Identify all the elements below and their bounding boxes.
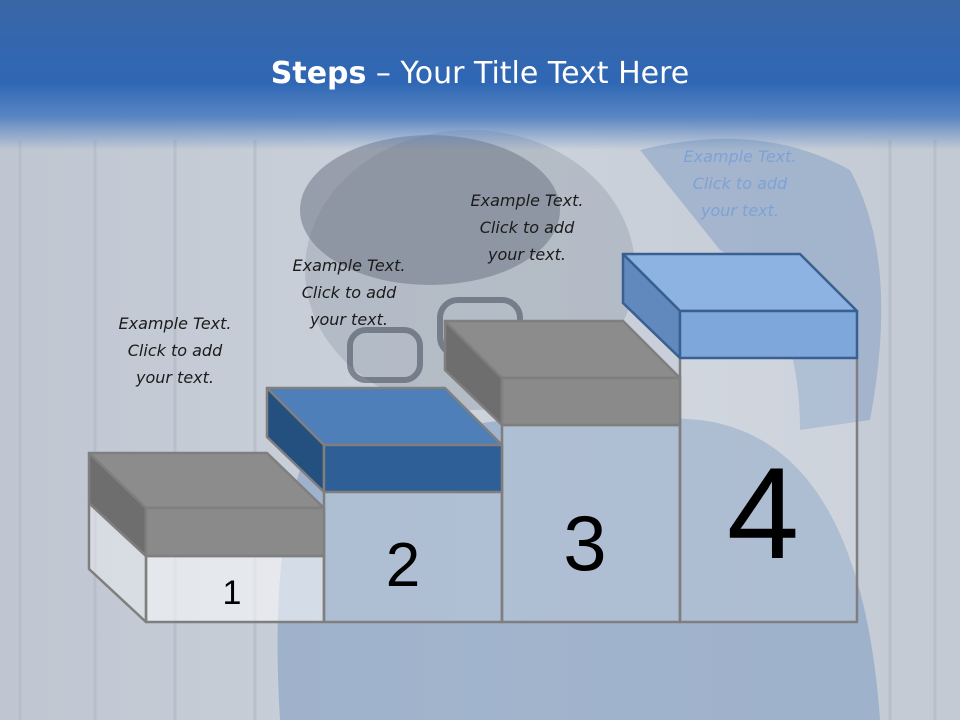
caption-line: Click to add — [692, 174, 788, 193]
caption-line: your text. — [700, 201, 779, 220]
step-3-block[interactable] — [443, 319, 682, 427]
header-band — [0, 0, 960, 150]
step-3-caption[interactable]: Example Text. Click to add your text. — [442, 187, 612, 268]
step-1-block[interactable] — [87, 451, 326, 558]
step-1-number: 1 — [223, 574, 242, 612]
step-3-number: 3 — [563, 499, 606, 587]
caption-line: Click to add — [479, 218, 575, 237]
caption-line: your text. — [309, 310, 388, 329]
step-4-block[interactable] — [621, 252, 859, 360]
title-bold: Steps — [270, 56, 367, 91]
step-2-number: 2 — [386, 531, 420, 600]
slide-title[interactable]: Steps – Your Title Text Here — [0, 54, 960, 94]
step-1-caption[interactable]: Example Text. Click to add your text. — [90, 310, 260, 391]
step-2-block[interactable] — [265, 386, 504, 494]
caption-line: Example Text. — [683, 147, 797, 166]
caption-line: Example Text. — [292, 256, 406, 275]
caption-line: your text. — [487, 245, 566, 264]
caption-line: Click to add — [127, 341, 223, 360]
caption-line: Click to add — [301, 283, 397, 302]
step-4-caption[interactable]: Example Text. Click to add your text. — [655, 143, 825, 224]
title-rest: – Your Title Text Here — [366, 56, 690, 91]
caption-line: Example Text. — [118, 314, 232, 333]
step-4-number: 4 — [727, 440, 799, 586]
caption-line: your text. — [135, 368, 214, 387]
step-2-caption[interactable]: Example Text. Click to add your text. — [264, 252, 434, 333]
caption-line: Example Text. — [470, 191, 584, 210]
